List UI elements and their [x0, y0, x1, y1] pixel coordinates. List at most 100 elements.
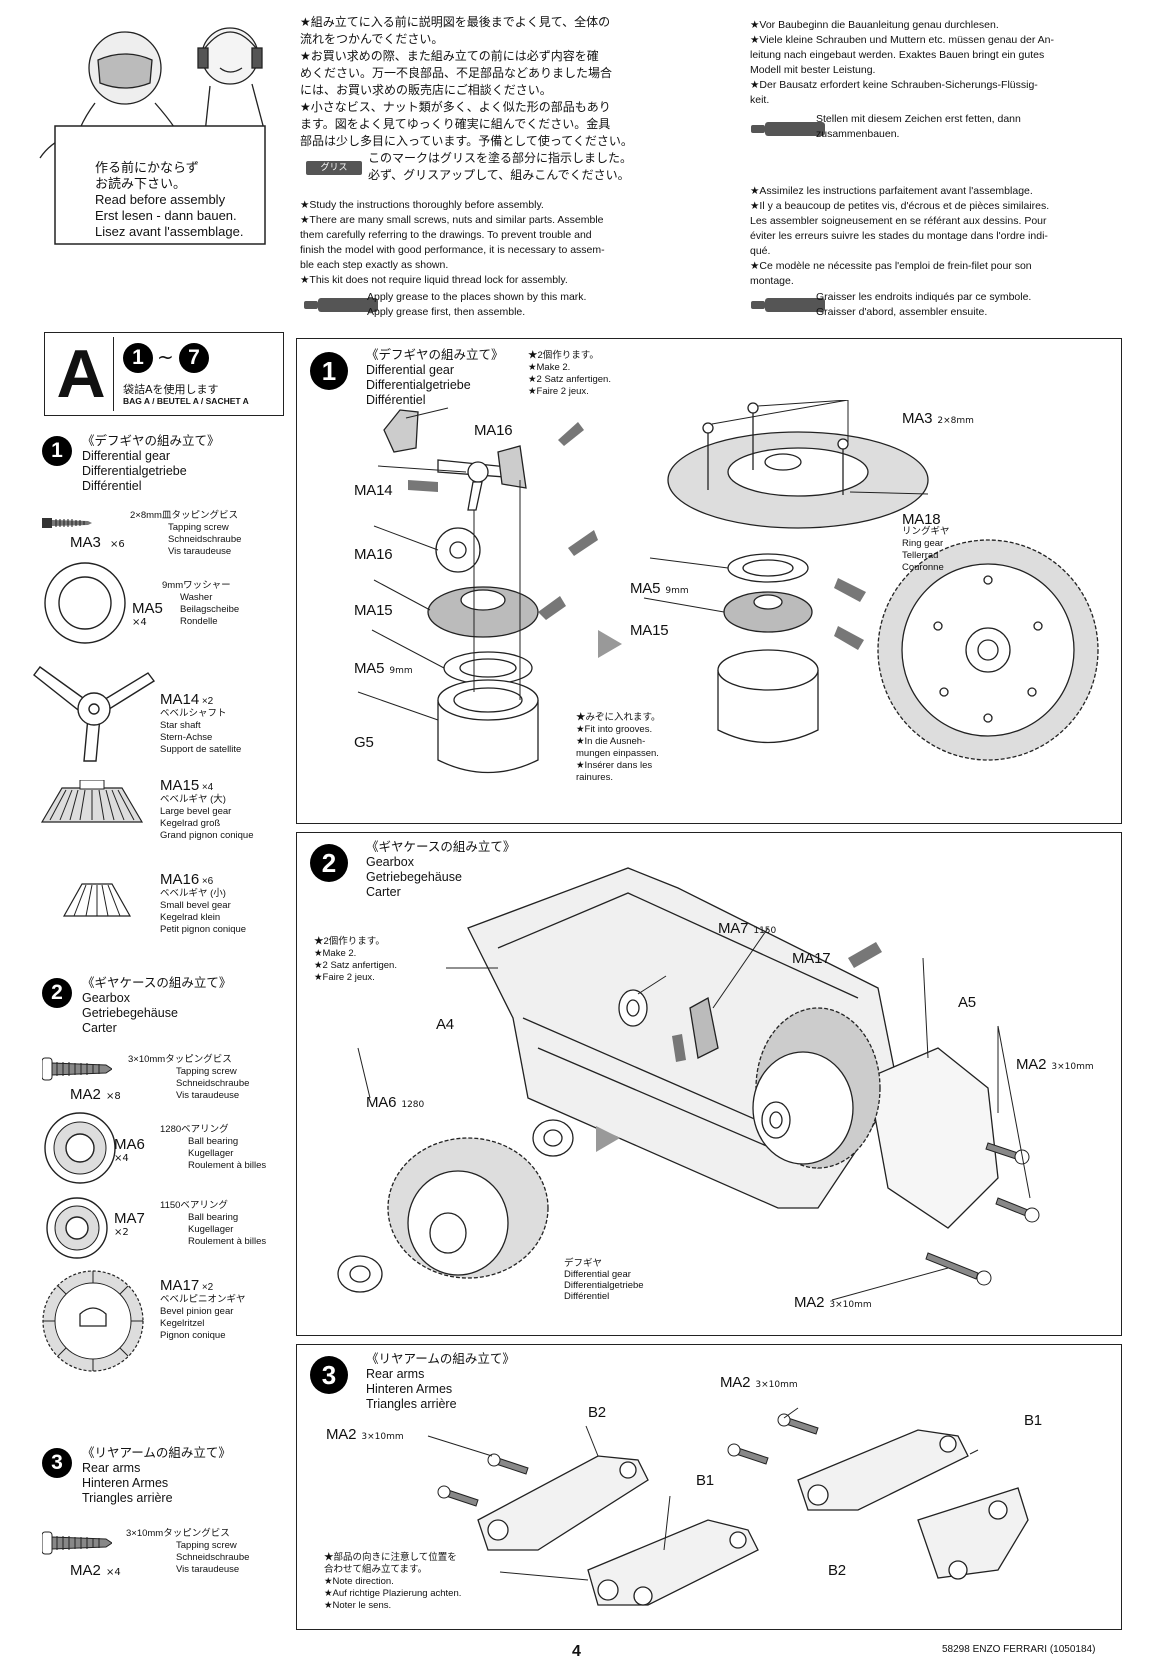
step3-number-text: 3 [321, 1360, 337, 1390]
p2-label-ma6-code: MA6 [366, 1094, 397, 1111]
p3-label-b2-left: B2 [588, 1404, 606, 1421]
p3-label-b1-left: B1 [696, 1472, 714, 1489]
p3-label-ma2-left-size: 3×10mm [361, 1432, 404, 1442]
parts-step3-title-fr: Triangles arrière [82, 1491, 173, 1505]
p1-label-ma5-code: MA5 [354, 660, 385, 677]
part-desc-de: Schneidschraube [168, 534, 242, 545]
step1-title-jp: 《デフギヤの組み立て》 [366, 348, 504, 362]
footer-title: ENZO FERRARI [972, 1644, 1048, 1655]
parts-step3-title-de: Hinteren Armes [82, 1476, 169, 1490]
jp-note-line: めください。万一不良部品、不足部品などありました場合 [300, 66, 613, 80]
step3-title-fr: Triangles arrière [366, 1397, 457, 1411]
footer-kit-id: 58298 ENZO FERRARI (1050184) [942, 1644, 1095, 1655]
p1-label-ma15b: MA15 [630, 622, 669, 639]
part-desc-jp: ベベルギヤ (大) [160, 794, 226, 805]
part-code: MA5 [132, 600, 163, 617]
page-number: 4 [572, 1643, 581, 1660]
part-qty: ×6 [201, 876, 214, 887]
de-note-line: keit. [750, 94, 770, 106]
p3-label-ma2-left: MA2 3×10mm [326, 1424, 404, 1443]
p2-label-ma2-top-size: 3×10mm [1051, 1062, 1094, 1072]
step2-title-fr: Carter [366, 885, 401, 899]
fr-note-line: ★Il y a beaucoup de petites vis, d'écrou… [750, 200, 1050, 212]
p1-label-ma3-code: MA3 [902, 410, 933, 427]
step2-title-jp: 《ギヤケースの組み立て》 [366, 840, 516, 854]
sign-jp-line1: 作る前にかならず [95, 160, 199, 175]
part-desc-jp: 1280ベアリング [160, 1124, 229, 1135]
washer-icon [44, 562, 126, 644]
step2-number: 2 [310, 844, 348, 882]
make-de: ★2 Satz anfertigen. [528, 374, 611, 385]
parts-step3-title: 《リヤアームの組み立て》 Rear arms Hinteren Armes Tr… [82, 1446, 231, 1506]
parts-step1-title-en: Differential gear [82, 449, 171, 463]
jp-note-line: このマークはグリスを塗る部分に指示しました。 [368, 151, 633, 165]
p3-label-ma2-right-code: MA2 [720, 1374, 751, 1391]
part-desc-fr: Roulement à billes [188, 1160, 267, 1171]
part-code: MA2 [70, 1086, 101, 1103]
part-ma14: MA14 ×2 ベベルシャフト Star shaft Stern-Achse S… [160, 692, 242, 756]
fr-note-line: qué. [750, 245, 771, 257]
part-desc-jp: ベベルギヤ (小) [160, 888, 226, 899]
fr-note-line: éviter les erreurs suivre les stades du … [750, 230, 1048, 242]
fr-note-line: ★Ce modèle ne nécessite pas l'emploi de … [750, 260, 1032, 272]
en-note-line: ★Study the instructions thoroughly befor… [300, 199, 544, 211]
jp-note-line: ます。図をよく見てゆっくり確実に組んでください。金具 [300, 117, 611, 131]
sign-en: Read before assembly [95, 192, 226, 207]
part-desc-jp: 1150ベアリング [160, 1200, 228, 1211]
parts-step3-title-jp: 《リヤアームの組み立て》 [82, 1446, 231, 1460]
p1-label-ma18-en: Ring gear [902, 538, 944, 549]
intro-illustration [39, 27, 266, 245]
bag-letter-text: A [56, 336, 106, 412]
step1-title: 《デフギヤの組み立て》 Differential gear Differenti… [366, 348, 504, 408]
p1-label-ma3: MA3 2×8mm [902, 408, 974, 427]
note-jp1: ★部品の向きに注意して位置を [324, 1552, 457, 1563]
de-grease-note: Stellen mit diesem Zeichen erst fetten, … [816, 112, 1021, 142]
jp-note-line: ★組み立てに入る前に説明図を最後までよく見て、全体の [300, 15, 611, 29]
bearing-icon [46, 1197, 108, 1259]
part-desc-en: Ball bearing [188, 1136, 239, 1147]
fr-note-line: Les assembler soigneusement en se référa… [750, 215, 1047, 227]
p2-label-ma7: MA7 1150 [718, 918, 776, 937]
p1-label-ma3-size: 2×8mm [937, 416, 974, 426]
jp-note-line: 必ず、グリスアップして、組みこんでください。 [368, 168, 630, 182]
fit-jp: ★みぞに入れます。 [576, 712, 661, 723]
p2-label-ma2-top: MA2 3×10mm [1016, 1054, 1094, 1073]
fr-note-line: montage. [750, 275, 794, 287]
header-de-notes: ★Vor Baubeginn die Bauanleitung genau du… [750, 18, 1130, 108]
fit-en: ★Fit into grooves. [576, 724, 653, 735]
part-desc-en: Tapping screw [168, 522, 229, 533]
part-code: MA3 [70, 534, 101, 551]
note-de: ★Auf richtige Plazierung achten. [324, 1588, 462, 1599]
p1-label-ma18-fr: Couronne [902, 562, 944, 573]
parts-step2-num-text: 2 [51, 981, 63, 1004]
parts-step2-title-jp: 《ギヤケースの組み立て》 [82, 976, 232, 990]
part-ma2-step3-desc: 3×10mmタッピングビス Tapping screw Schneidschra… [126, 1528, 249, 1576]
part-desc-jp: 2×8mm皿タッピングビス [130, 510, 238, 521]
part-ma6: MA6 ×4 [114, 1136, 145, 1164]
bag-range-start-text: 1 [132, 346, 144, 369]
part-desc-jp: ベベルシャフト [160, 708, 227, 719]
parts-step2-num: 2 [42, 978, 72, 1008]
step1-number: 1 [310, 352, 348, 390]
part-code: MA6 [114, 1136, 145, 1153]
fr-note-line: ★Assimilez les instructions parfaitement… [750, 185, 1033, 197]
p1-fit-note: ★みぞに入れます。 ★Fit into grooves. ★In die Aus… [576, 712, 694, 784]
bag-range-start: 1 [123, 343, 153, 373]
part-code: MA17 [160, 1277, 200, 1294]
step2-title-en: Gearbox [366, 855, 414, 869]
step2-diagram [337, 867, 1040, 1301]
p1-label-ma18-de: Tellerrad [902, 550, 939, 561]
parts-step1-title-de: Differentialgetriebe [82, 464, 187, 478]
de-note-line: Modell mit bester Leistung. [750, 64, 876, 76]
part-ma7: MA7 ×2 [114, 1210, 145, 1238]
en-note-line: them carefully referring to the drawings… [300, 229, 592, 241]
part-code: MA7 [114, 1210, 145, 1227]
p2-label-ma6: MA6 1280 [366, 1092, 424, 1111]
part-desc-fr: Support de satellite [160, 744, 242, 755]
p1-label-ma5b-size: 9mm [665, 586, 689, 596]
bag-jp: 袋詰Aを使用します [123, 383, 219, 396]
step2-panel [296, 832, 1122, 1336]
part-desc-en: Bevel pinion gear [160, 1306, 234, 1317]
part-desc-en: Large bevel gear [160, 806, 232, 817]
en-note-line: finish the model with good performance, … [300, 244, 605, 256]
